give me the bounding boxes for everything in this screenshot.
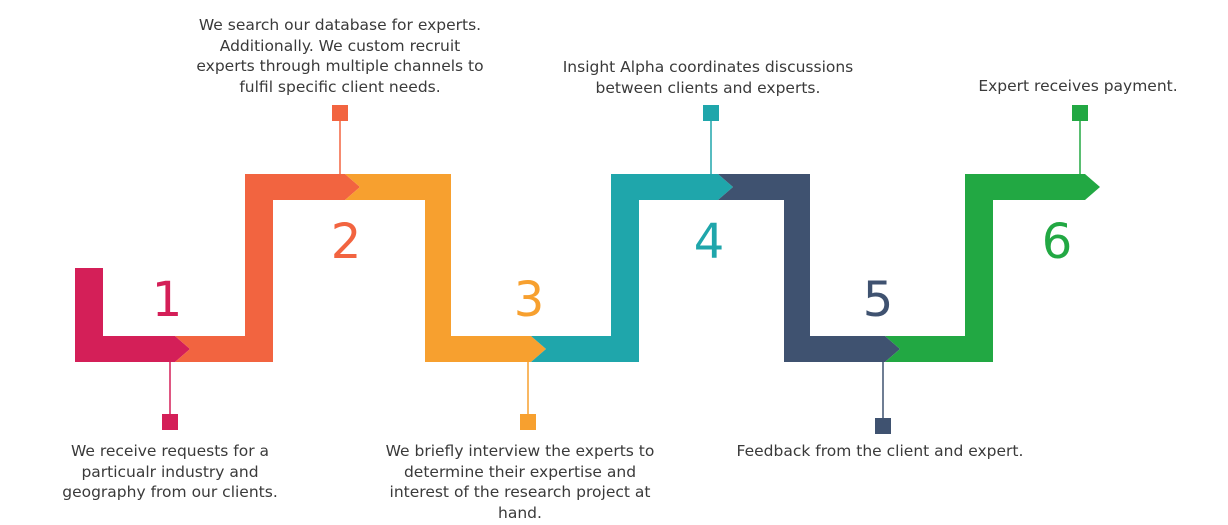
step-5-marker [875,418,891,434]
step-2-connector [332,105,348,174]
step-4-marker [703,105,719,121]
step-6-band [885,174,1100,362]
step-2-band [175,174,360,362]
step-2-marker [332,105,348,121]
step-4-connector [703,105,719,174]
step-4-band [531,174,733,362]
step-4-number: 4 [693,214,725,270]
step-2-caption: We search our database for experts.Addit… [196,16,484,96]
step-1-band [75,268,190,362]
step-1-number: 1 [151,272,183,328]
step-1-marker [162,414,178,430]
step-5-connector [875,362,891,434]
step-3-connector [520,362,536,430]
step-5-band [718,174,900,362]
step-6-number: 6 [1041,214,1073,270]
step-5-number: 5 [862,272,894,328]
step-6-caption: Expert receives payment. [978,77,1178,95]
step-3-marker [520,414,536,430]
step-1-connector [162,362,178,430]
step-3-number: 3 [513,272,545,328]
step-5-caption: Feedback from the client and expert. [736,442,1024,460]
step-2-number: 2 [330,214,362,270]
step-6-connector [1072,105,1088,174]
step-6-marker [1072,105,1088,121]
step-3-band [345,174,546,362]
